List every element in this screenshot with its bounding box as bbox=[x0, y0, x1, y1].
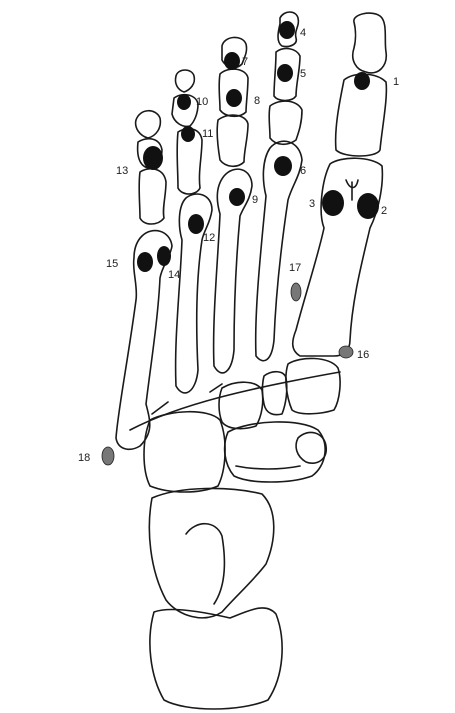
label-16: 16 bbox=[357, 349, 369, 361]
fourth-distal-phalanx bbox=[175, 70, 194, 92]
label-7: 7 bbox=[242, 56, 248, 68]
cuboid bbox=[144, 412, 225, 492]
label-5: 5 bbox=[300, 68, 306, 80]
navicular-inner-line bbox=[236, 466, 300, 469]
sesamoid-15 bbox=[137, 252, 153, 272]
label-3: 3 bbox=[309, 198, 315, 210]
accessory-bone-17 bbox=[291, 283, 301, 301]
talus bbox=[149, 488, 273, 617]
label-2: 2 bbox=[381, 205, 387, 217]
hallux-distal-phalanx bbox=[353, 13, 387, 73]
navicular bbox=[225, 422, 325, 482]
label-13: 13 bbox=[116, 165, 128, 177]
label-18: 18 bbox=[78, 452, 90, 464]
label-10: 10 bbox=[196, 96, 208, 108]
sesamoid-11 bbox=[181, 126, 195, 142]
calcaneus bbox=[150, 608, 282, 709]
third-proximal-phalanx bbox=[217, 115, 248, 166]
first-metatarsal bbox=[293, 158, 383, 356]
label-4: 4 bbox=[300, 27, 306, 39]
sesamoid-7 bbox=[224, 52, 240, 70]
label-6: 6 bbox=[300, 165, 306, 177]
talus-inner-contour bbox=[186, 524, 224, 604]
sesamoid-9 bbox=[229, 188, 245, 206]
label-9: 9 bbox=[252, 194, 258, 206]
intermediate-cuneiform bbox=[263, 372, 287, 415]
sesamoid-3 bbox=[322, 190, 344, 216]
label-15: 15 bbox=[106, 258, 118, 270]
accessory-bone-18 bbox=[102, 447, 114, 465]
label-12: 12 bbox=[203, 232, 215, 244]
accessory-bone-16 bbox=[339, 346, 353, 358]
label-1: 1 bbox=[393, 76, 399, 88]
medial-cuneiform bbox=[286, 358, 340, 413]
label-11: 11 bbox=[202, 128, 213, 140]
sesamoid-2 bbox=[357, 193, 379, 219]
sesamoid-14 bbox=[157, 246, 171, 266]
label-8: 8 bbox=[254, 95, 260, 107]
sesamoid-4 bbox=[279, 21, 295, 39]
sesamoid-8 bbox=[226, 89, 242, 107]
fifth-proximal-phalanx bbox=[139, 169, 166, 224]
sesamoid-13 bbox=[143, 146, 163, 170]
first-metatarsal-head-notch bbox=[346, 180, 358, 200]
label-17: 17 bbox=[289, 262, 301, 274]
fifth-distal-phalanx bbox=[136, 111, 161, 138]
second-proximal-phalanx bbox=[269, 101, 302, 144]
sesamoid-5 bbox=[277, 64, 293, 82]
sesamoid-12 bbox=[188, 214, 204, 234]
sesamoid-6 bbox=[274, 156, 292, 176]
sesamoid-10 bbox=[177, 94, 191, 110]
sesamoid-1 bbox=[354, 72, 370, 90]
label-14: 14 bbox=[168, 269, 180, 281]
navicular-tuberosity bbox=[296, 432, 326, 463]
tarsal-joint-line bbox=[130, 372, 340, 430]
